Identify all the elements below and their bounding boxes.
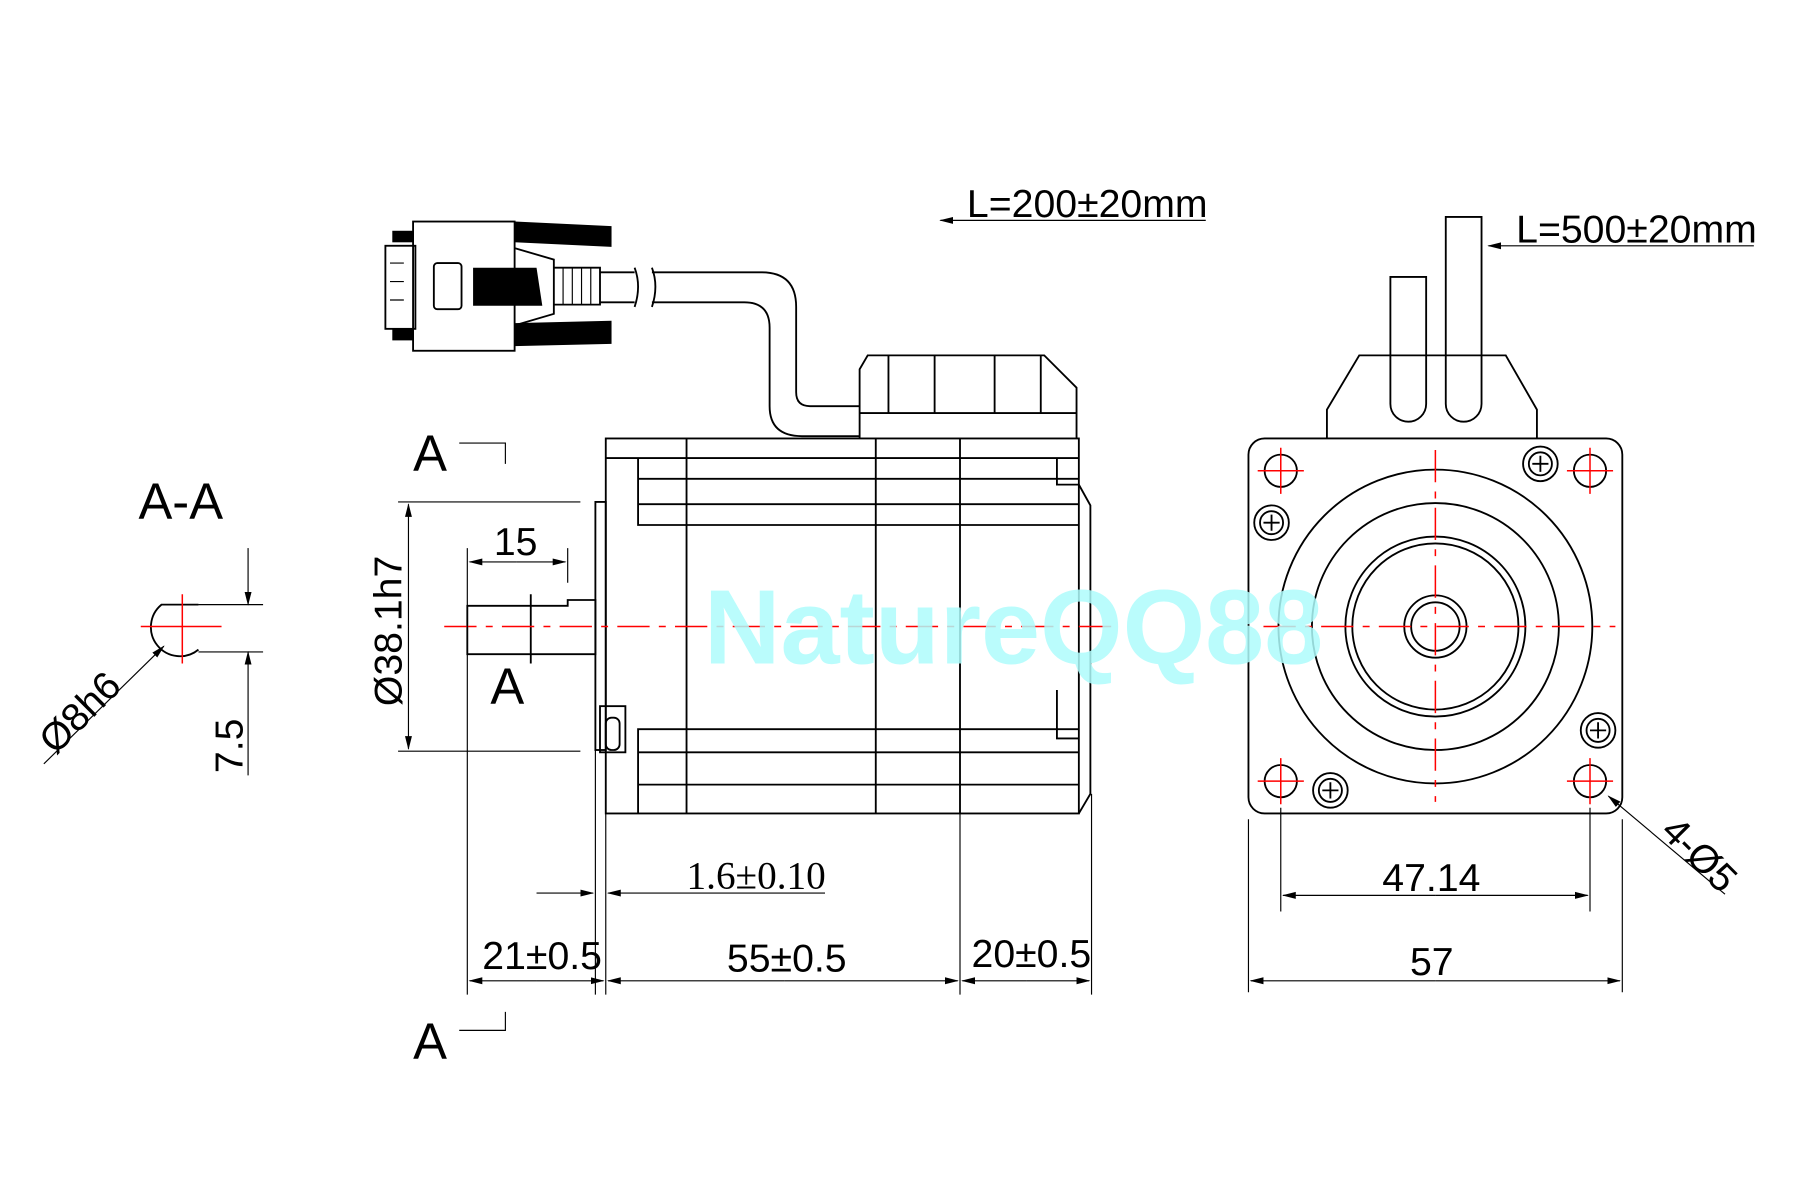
cable-length-short: L=200±20mm [967,182,1208,226]
rear-length-label: 20±0.5 [972,932,1092,976]
watermark: NatureQQ88 [704,568,1323,686]
motor-front-view [1247,215,1624,815]
section-marker-bottom: A [413,1013,447,1070]
body-length-label: 55±0.5 [727,937,847,981]
pilot-diameter-label: Ø38.1h7 [367,556,411,706]
hole-spacing-label: 47.14 [1382,856,1480,900]
dimension-lines [398,216,1754,1031]
cable-length-long: L=500±20mm [1516,207,1757,251]
flat-length-label: 15 [494,520,538,564]
db-connector [384,220,612,352]
section-marker-mid: A [490,658,524,715]
section-a-a [43,548,264,776]
flange-thickness-label: 1.6±0.10 [687,854,826,897]
flat-depth-label: 7.5 [207,719,251,774]
shaft-length-label: 21±0.5 [482,934,602,978]
mount-holes-label: 4-Ø5 [1653,808,1746,901]
section-title: A-A [138,473,223,530]
mount-holes [1257,447,1614,805]
screw-icons [1253,445,1617,809]
flange-size-label: 57 [1410,940,1454,984]
section-marker-top: A [413,425,447,482]
shaft-diameter-label: Ø8h6 [31,663,130,762]
encoder-cable [600,267,860,438]
